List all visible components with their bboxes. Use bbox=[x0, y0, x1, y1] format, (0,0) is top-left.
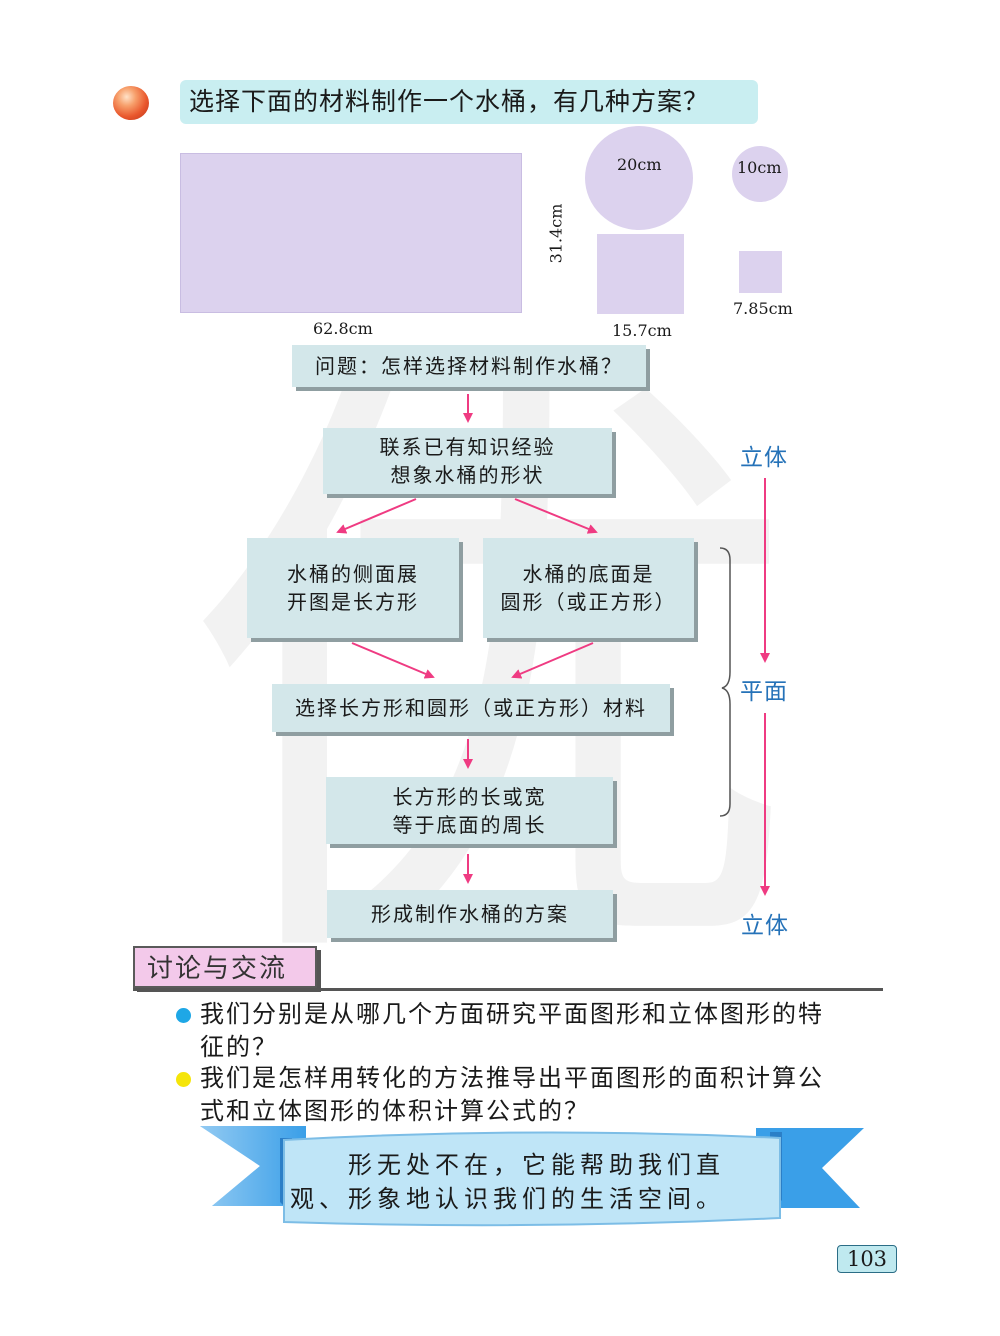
discussion-question-2-line1: 我们是怎样用转化的方法推导出平面图形的面积计算公 bbox=[200, 1064, 824, 1092]
small-circle-diameter-label: 10cm bbox=[737, 158, 782, 177]
flow-step5-text: 形成制作水桶的方案 bbox=[371, 902, 569, 926]
large-square-material bbox=[597, 234, 684, 314]
banner-line1: 形无处不在，它能帮助我们直 bbox=[348, 1151, 725, 1179]
discussion-question-2: 我们是怎样用转化的方法推导出平面图形的面积计算公 式和立体图形的体积计算公式的？ bbox=[200, 1062, 890, 1128]
rectangle-length-label: 62.8cm bbox=[313, 319, 373, 338]
banner-line2: 观、形象地认识我们的生活空间。 bbox=[290, 1185, 725, 1213]
arrow-step1-to-left bbox=[336, 498, 417, 534]
flow-step2-right-line1: 水桶的底面是 bbox=[522, 562, 655, 586]
discussion-question-1-line2: 征的？ bbox=[200, 1033, 278, 1061]
flow-step1-box: 联系已有知识经验 想象水桶的形状 bbox=[323, 428, 612, 494]
flow-step2-left-line2: 开图是长方形 bbox=[287, 590, 419, 614]
arrow-step1-to-right bbox=[514, 498, 598, 534]
flow-step2-right-line2: 圆形（或正方形） bbox=[500, 590, 677, 614]
side-label-plane: 平面 bbox=[740, 679, 788, 705]
flow-question-box: 问题：怎样选择材料制作水桶？ bbox=[292, 345, 646, 387]
discussion-question-1: 我们分别是从哪几个方面研究平面图形和立体图形的特 征的？ bbox=[200, 998, 890, 1064]
blue-bullet-icon bbox=[176, 1008, 191, 1023]
discussion-tag: 讨论与交流 bbox=[133, 946, 317, 988]
orange-ball-icon bbox=[113, 86, 149, 120]
flow-step3-box: 选择长方形和圆形（或正方形）材料 bbox=[272, 684, 670, 732]
banner-text: 形无处不在，它能帮助我们直 观、形象地认识我们的生活空间。 bbox=[290, 1148, 782, 1216]
flow-step4-box: 长方形的长或宽 等于底面的周长 bbox=[326, 777, 613, 844]
flow-step2-left-line1: 水桶的侧面展 bbox=[287, 562, 419, 586]
arrow-left-to-step3 bbox=[351, 642, 435, 679]
small-square-side-label: 7.85cm bbox=[733, 299, 793, 318]
flow-step1-line2: 想象水桶的形状 bbox=[390, 463, 545, 487]
page-number: 103 bbox=[837, 1245, 897, 1273]
discussion-question-2-line2: 式和立体图形的体积计算公式的？ bbox=[200, 1097, 590, 1125]
side-label-solid-bottom: 立体 bbox=[741, 913, 789, 939]
page-title: 选择下面的材料制作一个水桶，有几种方案？ bbox=[180, 80, 758, 124]
discussion-divider bbox=[133, 988, 883, 991]
planar-steps-brace bbox=[719, 547, 731, 817]
rectangle-width-label: 31.4cm bbox=[546, 203, 566, 264]
flow-question-text: 问题：怎样选择材料制作水桶？ bbox=[315, 354, 623, 378]
large-circle-diameter-label: 20cm bbox=[617, 155, 662, 174]
large-circle-material bbox=[585, 126, 693, 230]
rectangle-material bbox=[180, 153, 522, 313]
flow-step5-box: 形成制作水桶的方案 bbox=[327, 890, 613, 938]
flow-step3-text: 选择长方形和圆形（或正方形）材料 bbox=[295, 696, 647, 720]
flow-step2-left-box: 水桶的侧面展 开图是长方形 bbox=[247, 538, 459, 638]
large-square-side-label: 15.7cm bbox=[612, 321, 672, 340]
flow-step2-right-box: 水桶的底面是 圆形（或正方形） bbox=[483, 538, 694, 638]
small-circle-material bbox=[732, 146, 788, 202]
yellow-bullet-icon bbox=[176, 1072, 191, 1087]
flow-step4-line1: 长方形的长或宽 bbox=[392, 784, 547, 809]
flow-step4-line2: 等于底面的周长 bbox=[392, 812, 547, 837]
side-label-solid-top: 立体 bbox=[740, 445, 788, 471]
flow-step1-line1: 联系已有知识经验 bbox=[379, 435, 556, 459]
small-square-material bbox=[739, 251, 782, 293]
arrow-right-to-step3 bbox=[511, 642, 594, 679]
discussion-question-1-line1: 我们分别是从哪几个方面研究平面图形和立体图形的特 bbox=[200, 1000, 824, 1028]
ribbon-banner bbox=[200, 1126, 864, 1227]
